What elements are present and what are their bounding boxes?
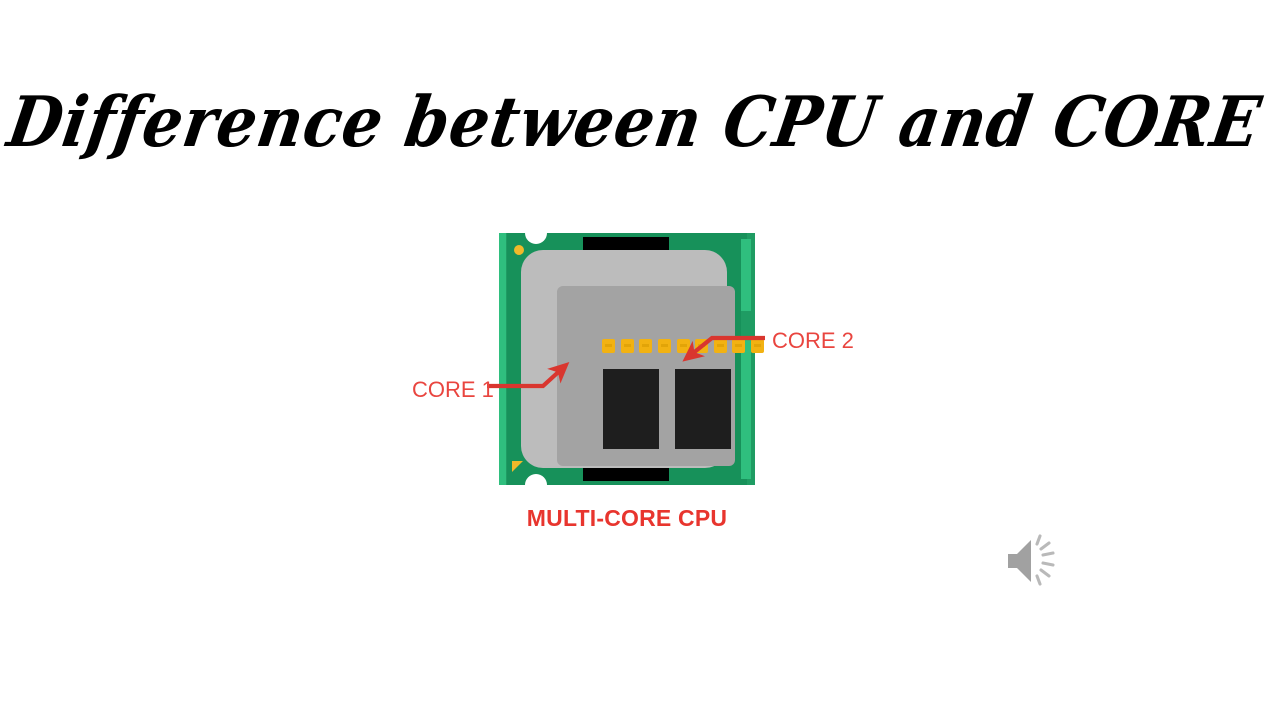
cpu-pcb-right-notch: [741, 311, 751, 337]
cpu-gold-pad: [657, 339, 671, 353]
cpu-pcb-right-accent-strip: [741, 239, 751, 479]
cpu-contact-bar-bottom: [583, 466, 669, 481]
cpu-alignment-notch-bottom: [525, 474, 547, 496]
speaker-sound-waves: [1035, 534, 1055, 586]
cpu-gold-pad: [751, 339, 764, 353]
cpu-die-substrate: [557, 286, 764, 466]
page-title: Difference between CPU and CORE: [2, 81, 1267, 164]
cpu-corner-triangle-marker: [512, 461, 523, 472]
cpu-contact-bar-top: [583, 237, 669, 252]
cpu-caption: MULTI-CORE CPU: [526, 505, 728, 531]
cpu-gold-pad: [620, 339, 634, 353]
cpu-gold-pad: [695, 339, 709, 353]
cpu-gold-pad: [676, 339, 690, 353]
cpu-core-die-2: [675, 369, 731, 449]
cpu-gold-pad: [639, 339, 653, 353]
speaker-body: [1008, 540, 1031, 582]
callout-label-core-2: CORE 2: [772, 328, 854, 353]
callout-label-core-1: CORE 1: [412, 377, 494, 402]
multi-core-cpu-figure: MULTI-CORE CPU: [499, 222, 764, 531]
cpu-gold-pad: [713, 339, 727, 353]
cpu-gold-pad: [732, 339, 746, 353]
cpu-alignment-notch-top: [525, 222, 547, 244]
cpu-pcb-left-accent-strip: [499, 233, 506, 485]
cpu-pcb-substrate: [499, 222, 764, 496]
cpu-core-die-1: [603, 369, 659, 449]
cpu-heat-spreader: [521, 250, 764, 468]
cpu-gold-pad: [602, 339, 615, 353]
speaker-icon[interactable]: [1000, 533, 1062, 589]
cpu-gold-pad-row: [602, 339, 764, 353]
cpu-corner-dot-marker: [514, 245, 524, 255]
